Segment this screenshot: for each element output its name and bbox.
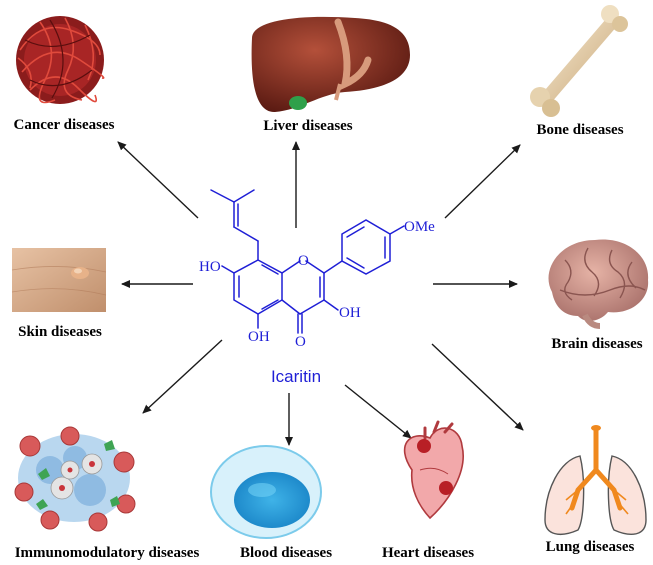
brain-icon bbox=[548, 239, 649, 329]
arrow-immuno bbox=[142, 339, 223, 414]
skin-icon bbox=[11, 248, 107, 312]
arrow-bone bbox=[444, 144, 521, 219]
label-bone-diseases: Bone diseases bbox=[536, 122, 624, 138]
label-cancer-diseases: Cancer diseases bbox=[13, 117, 115, 133]
carbonyl-oxygen-label: O bbox=[295, 334, 306, 350]
arrows bbox=[117, 141, 524, 446]
label-skin-diseases: Skin diseases bbox=[18, 324, 102, 340]
liver-icon bbox=[251, 16, 410, 113]
blood-cell-icon bbox=[210, 445, 322, 539]
oh-5-group-label: OH bbox=[248, 329, 270, 345]
ho-group-label: HO bbox=[199, 259, 221, 275]
immune-cells-icon bbox=[14, 426, 136, 532]
arrow-cancer bbox=[117, 141, 199, 219]
cancer-cells-icon bbox=[16, 16, 105, 104]
label-lung-diseases: Lung diseases bbox=[545, 539, 635, 555]
bone-icon bbox=[530, 5, 628, 117]
label-brain-diseases: Brain diseases bbox=[551, 336, 643, 352]
icaritin-structure bbox=[210, 189, 405, 334]
label-blood-diseases: Blood diseases bbox=[239, 545, 333, 561]
oh-3-group-label: OH bbox=[339, 305, 361, 321]
heart-icon bbox=[403, 420, 464, 520]
lungs-icon bbox=[544, 425, 647, 536]
label-immunomodulatory-diseases: Immunomodulatory diseases bbox=[14, 545, 200, 561]
ring-oxygen-label: O bbox=[298, 253, 309, 269]
label-heart-diseases: Heart diseases bbox=[381, 545, 475, 561]
arrow-lung bbox=[431, 343, 524, 431]
arrow-heart bbox=[344, 384, 412, 439]
compound-name: Icaritin bbox=[270, 367, 322, 386]
ome-group-label: OMe bbox=[404, 219, 435, 235]
label-liver-diseases: Liver diseases bbox=[263, 118, 353, 134]
